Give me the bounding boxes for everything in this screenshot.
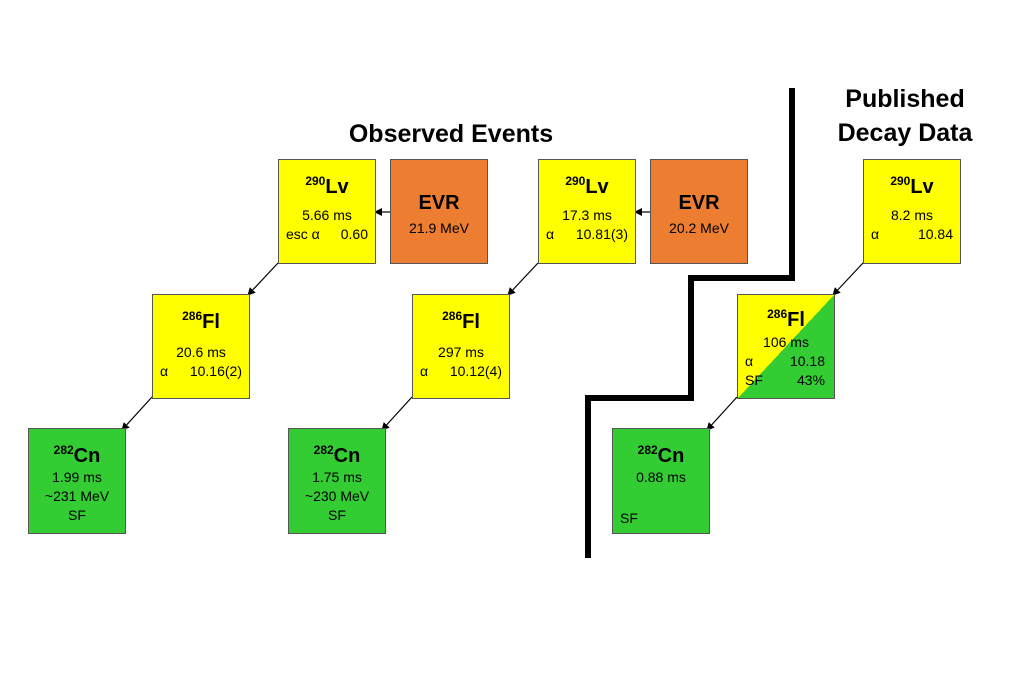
cn282-box-event2: 282Cn 1.75 ms ~230 MeV SF: [288, 428, 386, 534]
evr-box-event1: EVR 21.9 MeV: [390, 159, 488, 264]
decay-mode: α: [160, 363, 169, 379]
alpha-mode: α: [745, 353, 754, 369]
decay-mode: α: [420, 363, 429, 379]
cn282-box-event1: 282Cn 1.99 ms ~231 MeV SF: [28, 428, 126, 534]
decay-mode: esc α: [286, 226, 320, 242]
nuclide-label: 282Cn: [53, 443, 101, 467]
decay-energy: ~231 MeV: [44, 488, 110, 504]
sf-branch: 43%: [796, 372, 825, 388]
observed-events-heading: Observed Events: [348, 120, 554, 148]
decay-energy: ~230 MeV: [304, 488, 370, 504]
lifetime: 5.66 ms: [302, 207, 352, 223]
arrow-lv1-to-fl1: [247, 262, 279, 296]
arrow-fl2-to-cn2: [381, 396, 413, 431]
sf-mode: SF: [745, 372, 763, 388]
nuclide-label: 290Lv: [565, 174, 609, 198]
lv290-box-event2: 290Lv 17.3 ms α 10.81(3): [538, 159, 636, 264]
section-divider: [585, 88, 795, 558]
decay-mode: α: [546, 226, 555, 242]
lifetime: 106 ms: [763, 334, 809, 350]
fl286-box-event1: 286Fl 20.6 ms α 10.16(2): [152, 294, 250, 399]
nuclide-label: 290Lv: [890, 174, 934, 198]
evr-label: EVR: [678, 192, 720, 214]
lifetime: 8.2 ms: [890, 207, 933, 223]
arrow-fl3-to-cn3: [706, 396, 738, 431]
published-heading-line2: Decay Data: [837, 119, 973, 147]
evr-box-event2: EVR 20.2 MeV: [650, 159, 748, 264]
lifetime: 20.6 ms: [176, 344, 226, 360]
evr-energy: 21.9 MeV: [409, 220, 469, 236]
decay-mode: SF: [328, 507, 346, 523]
decay-energy: 10.84: [917, 226, 953, 242]
decay-energy: 10.12(4): [449, 363, 502, 379]
lv290-box-event1: 290Lv 5.66 ms esc α 0.60: [278, 159, 376, 264]
decay-mode: α: [871, 226, 880, 242]
nuclide-label: 286Fl: [442, 309, 480, 333]
evr-label: EVR: [418, 192, 460, 214]
arrow-fl1-to-cn1: [121, 396, 153, 431]
fl286-box-event2: 286Fl 297 ms α 10.12(4): [412, 294, 510, 399]
published-heading-line1: Published: [845, 85, 965, 113]
nuclide-label: 282Cn: [637, 443, 685, 467]
nuclide-label: 286Fl: [182, 309, 220, 333]
arrow-lv2-to-fl2: [507, 262, 539, 296]
cn282-box-published: 282Cn 0.88 ms SF: [612, 428, 710, 534]
alpha-energy: 10.18: [789, 353, 825, 369]
decay-energy: 10.81(3): [575, 226, 628, 242]
decay-mode: SF: [68, 507, 86, 523]
arrow-lv3-to-fl3: [832, 262, 864, 296]
lifetime: 0.88 ms: [636, 469, 686, 485]
published-decay-data-heading: Published Decay Data: [825, 82, 985, 150]
nuclide-label: 286Fl: [767, 307, 805, 331]
evr-energy: 20.2 MeV: [669, 220, 729, 236]
decay-energy: 0.60: [340, 226, 368, 242]
lifetime: 1.99 ms: [52, 469, 102, 485]
lifetime: 1.75 ms: [312, 469, 362, 485]
decay-mode: SF: [620, 510, 638, 526]
lv290-box-published: 290Lv 8.2 ms α 10.84: [863, 159, 961, 264]
fl286-box-published: 286Fl 106 ms α 10.18 SF 43%: [737, 294, 835, 399]
decay-energy: 10.16(2): [189, 363, 242, 379]
nuclide-label: 290Lv: [305, 174, 349, 198]
lifetime: 297 ms: [438, 344, 484, 360]
lifetime: 17.3 ms: [562, 207, 612, 223]
nuclide-label: 282Cn: [313, 443, 361, 467]
